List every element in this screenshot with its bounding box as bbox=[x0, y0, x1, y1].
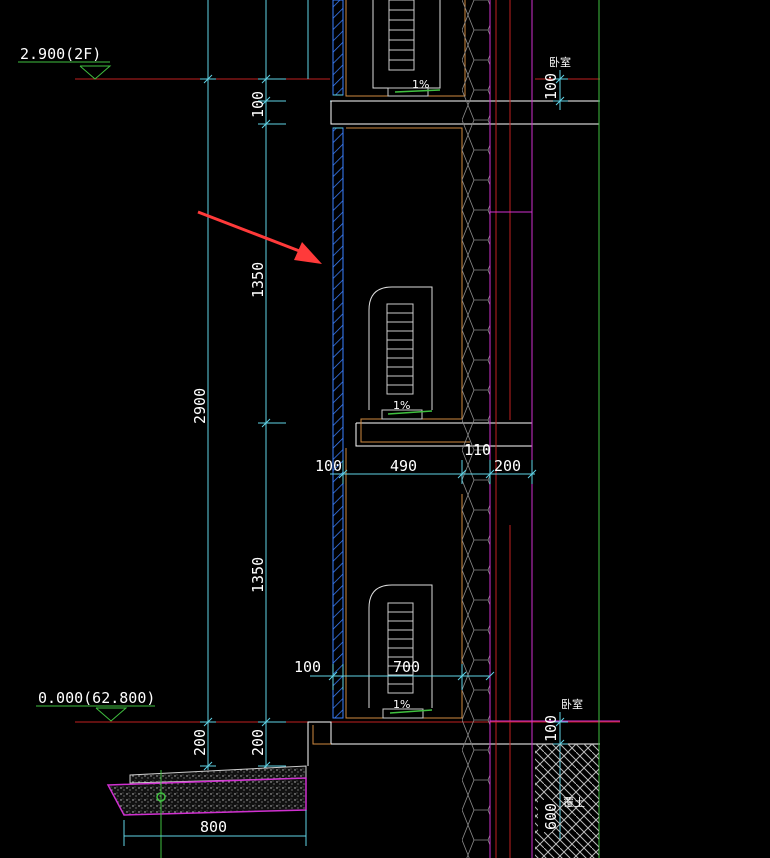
dim-low-700: 700 bbox=[393, 658, 420, 676]
annotation-arrow bbox=[197, 210, 322, 264]
unit-bottom: 1% bbox=[368, 584, 433, 719]
dim-mid-110: 110 bbox=[464, 441, 491, 459]
dim-upper-1350: 1350 bbox=[249, 262, 267, 298]
horizontal-dimension-middle bbox=[330, 460, 537, 484]
elevation-lower-label: 0.000(62.800) bbox=[38, 689, 155, 707]
elevation-marker-lower: 0.000(62.800) bbox=[36, 689, 155, 722]
horizontal-dimension-lower bbox=[310, 664, 495, 690]
dim-base-200-right: 200 bbox=[249, 729, 267, 756]
unit-middle: 1% bbox=[368, 286, 433, 420]
elevation-marker-upper: 2.900(2F) bbox=[18, 45, 112, 80]
dim-top-100: 100 bbox=[249, 91, 267, 118]
slope-top: 1% bbox=[412, 78, 429, 91]
dim-mid-200: 200 bbox=[494, 457, 521, 475]
dim-right-600: 600 bbox=[542, 803, 560, 830]
interior-lines bbox=[312, 0, 533, 745]
window-strip bbox=[332, 0, 344, 719]
level-lines bbox=[75, 78, 620, 723]
dim-base-200-left: 200 bbox=[191, 729, 209, 756]
slope-middle: 1% bbox=[393, 399, 410, 412]
dim-low-100: 100 bbox=[294, 658, 321, 676]
footing bbox=[106, 765, 307, 858]
slabs bbox=[307, 100, 600, 766]
slope-bottom: 1% bbox=[393, 698, 410, 711]
unit-top: 1% bbox=[372, 0, 441, 97]
dim-right-100-bottom: 100 bbox=[542, 715, 560, 742]
dim-total-2900: 2900 bbox=[191, 388, 209, 424]
insulation-column bbox=[462, 0, 490, 858]
dim-footing-800: 800 bbox=[200, 818, 227, 836]
room-label-lower: 卧室 bbox=[561, 697, 583, 711]
room-label-soil: 覆土 bbox=[563, 796, 585, 809]
dim-mid-100: 100 bbox=[315, 457, 342, 475]
dim-lower-1350: 1350 bbox=[249, 557, 267, 593]
vertical-dimensions bbox=[200, 0, 309, 771]
dim-right-100-top: 100 bbox=[542, 73, 560, 100]
room-label-upper: 卧室 bbox=[549, 55, 571, 69]
dim-mid-490: 490 bbox=[390, 457, 417, 475]
elevation-upper-label: 2.900(2F) bbox=[20, 45, 101, 63]
wall-lines bbox=[489, 0, 620, 858]
